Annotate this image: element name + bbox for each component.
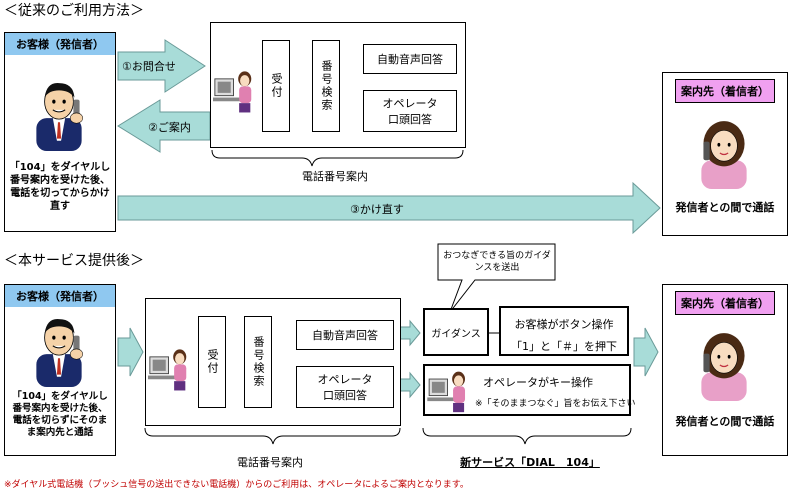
operator-box-2: オペレータ口頭回答: [296, 366, 394, 408]
inquiry-label: ①お問合せ: [122, 60, 176, 73]
button-operation-line2: 「1」と「＃」を押下: [511, 340, 617, 353]
guidance-box: ガイダンス: [423, 308, 489, 356]
callout-text: おつなぎできる旨のガイダンスを送出: [443, 251, 551, 273]
section2-title: ＜本サービス提供後＞: [4, 253, 144, 269]
destination-text: 発信者との間で通話: [675, 201, 775, 214]
reception-label: 受付: [270, 73, 283, 99]
new-service-caption: 新サービス「DIAL 104」: [460, 456, 600, 469]
button-operation-box: お客様がボタン操作 「1」と「＃」を押下: [499, 306, 629, 356]
guidance-label: ②ご案内: [148, 121, 191, 134]
caller-text-2: 「104」をダイヤルし番号案内を受けた後、電話を切らずにそのまま案内先と通話: [12, 391, 108, 438]
operator-icon-2: [148, 345, 190, 393]
key-operation-box: オペレータがキー操作 ※「そのままつなぐ」旨をお伝え下さい: [423, 364, 636, 416]
guidance-label-2: ガイダンス: [431, 328, 481, 340]
caller-box-2: お客様（発信者） 「104」をダイヤルし番号案内を受けた後、電話を切らずにそのま…: [4, 284, 116, 456]
search-label: 番号検索: [320, 60, 333, 112]
operator-icon-3: [427, 368, 469, 414]
auto-voice-label: 自動音声回答: [377, 53, 443, 66]
recall-arrow: [117, 181, 661, 235]
key-operation-label: オペレータがキー操作: [483, 376, 593, 389]
recipient-icon-2: [693, 329, 755, 401]
destination-header-2: 案内先（着信者）: [675, 291, 775, 315]
destination-header: 案内先（着信者）: [675, 79, 775, 103]
destination-box: 案内先（着信者） 発信者との間で通話: [662, 72, 788, 236]
recipient-icon: [693, 117, 755, 189]
button-operation-line1: お客様がボタン操作: [514, 318, 614, 331]
auto-voice-box-2: 自動音声回答: [296, 320, 394, 350]
search-label-2: 番号検索: [252, 336, 265, 388]
operator-label: オペレータ口頭回答: [382, 97, 438, 126]
destination-box-2: 案内先（着信者） 発信者との間で通話: [662, 284, 788, 456]
caller-icon-2: [28, 315, 90, 387]
center-caption: 電話番号案内: [302, 170, 368, 183]
caller-header-2: お客様（発信者）: [5, 285, 115, 307]
caller-icon: [28, 79, 90, 151]
flow-arrow-in: [117, 327, 144, 377]
search-box: 番号検索: [312, 40, 340, 132]
destination-text-2: 発信者との間で通話: [675, 415, 775, 428]
reception-label-2: 受付: [206, 349, 219, 375]
inquiry-arrow: [117, 39, 206, 93]
caller-box: お客様（発信者） 「104」をダイヤルし番号案内を受けた後、電話を切ってからかけ…: [4, 32, 116, 232]
flow-arrow-out: [633, 327, 659, 377]
search-box-2: 番号検索: [244, 316, 272, 408]
operator-label-2: オペレータ口頭回答: [317, 373, 373, 402]
callout-bubble: [437, 243, 556, 313]
caller-header: お客様（発信者）: [5, 33, 115, 55]
recall-label: ③かけ直す: [350, 203, 404, 216]
operator-box: オペレータ口頭回答: [363, 90, 457, 132]
footnote: ※ダイヤル式電話機（プッシュ信号の送出できない電話機）からのご利用は、オペレータ…: [4, 480, 469, 490]
guidance-arrow: [117, 99, 211, 153]
auto-voice-box: 自動音声回答: [363, 44, 457, 74]
reception-box-2: 受付: [198, 316, 226, 408]
key-operation-note: ※「そのままつなぐ」旨をお伝え下さい: [475, 399, 636, 409]
reception-box: 受付: [262, 40, 290, 132]
center-caption-2: 電話番号案内: [237, 456, 303, 469]
auto-voice-label-2: 自動音声回答: [312, 329, 378, 342]
operator-icon: [213, 67, 255, 115]
section1-title: ＜従来のご利用方法＞: [4, 3, 144, 19]
caller-text: 「104」をダイヤルし番号案内を受けた後、電話を切ってからかけ直す: [9, 162, 111, 212]
